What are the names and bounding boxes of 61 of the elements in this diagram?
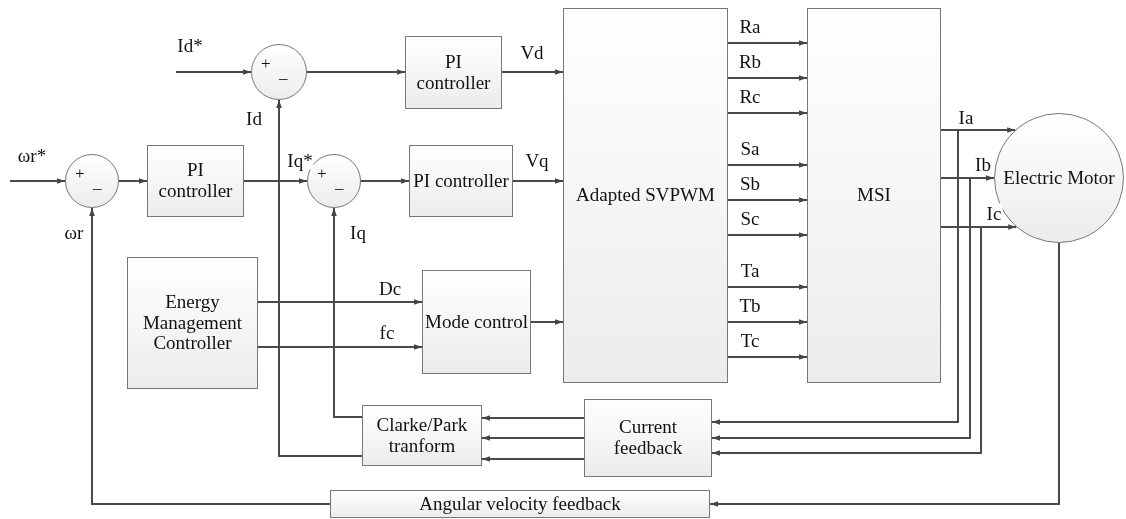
- process-box: [422, 270, 531, 374]
- summing-junction: [65, 154, 119, 208]
- sign-symbol: +: [75, 165, 85, 182]
- arrow: [306, 69, 406, 75]
- arrow: [481, 435, 585, 441]
- sign-symbol: –: [335, 179, 344, 196]
- arrow: [360, 178, 410, 184]
- node-label: Adapted SVPWM: [576, 185, 715, 206]
- arrow: [257, 299, 423, 305]
- node-label: Current feedback: [612, 417, 684, 459]
- arrow: [257, 344, 423, 350]
- process-box: [147, 145, 244, 217]
- arrow: [276, 99, 363, 457]
- node-label: PI controller: [413, 170, 509, 192]
- edge-label: Ic: [985, 203, 1003, 223]
- arrow: [727, 110, 808, 116]
- arrow: [727, 40, 808, 46]
- process-box: [409, 145, 513, 217]
- arrow: [9, 178, 66, 184]
- arrow: [727, 354, 808, 360]
- arrow: [512, 178, 564, 184]
- node-label: Electric Motor: [1003, 167, 1115, 189]
- arrow: [501, 69, 564, 75]
- sign-symbol: –: [279, 69, 288, 86]
- node-label: Energy Management Controller: [141, 291, 244, 355]
- process-box: [584, 399, 712, 477]
- process-box: [127, 257, 258, 389]
- node-label: Clarke/Park tranform: [375, 414, 469, 457]
- node-label: Mode control: [425, 311, 528, 333]
- arrow: [727, 319, 808, 325]
- arrow: [711, 177, 971, 441]
- arrow: [727, 162, 808, 168]
- arrow: [530, 319, 564, 325]
- node-label: MSI: [857, 185, 891, 206]
- process-box: [807, 8, 941, 383]
- arrow: [709, 242, 1060, 507]
- arrow: [711, 226, 982, 456]
- arrow: [243, 178, 308, 184]
- arrow: [727, 75, 808, 81]
- process-box: [405, 36, 502, 109]
- process-box: [362, 405, 482, 466]
- node-label: PI controller: [415, 51, 492, 94]
- node-label: Angular velocity feedback: [419, 493, 621, 515]
- arrow: [711, 129, 959, 425]
- edge-label: fc: [378, 322, 396, 342]
- sign-symbol: +: [261, 55, 271, 72]
- summing-junction: [251, 44, 307, 100]
- arrow: [118, 178, 148, 184]
- arrow: [727, 197, 808, 203]
- arrow: [727, 284, 808, 290]
- arrow: [727, 232, 808, 238]
- arrow: [481, 456, 585, 462]
- node-label: PI controller: [157, 160, 234, 202]
- process-box: [330, 490, 710, 518]
- arrow: [175, 69, 252, 75]
- sign-symbol: –: [93, 179, 102, 196]
- arrow: [89, 207, 331, 505]
- sign-symbol: +: [317, 165, 327, 182]
- process-box: [563, 8, 728, 383]
- arrow: [331, 207, 363, 418]
- arrow: [481, 415, 585, 421]
